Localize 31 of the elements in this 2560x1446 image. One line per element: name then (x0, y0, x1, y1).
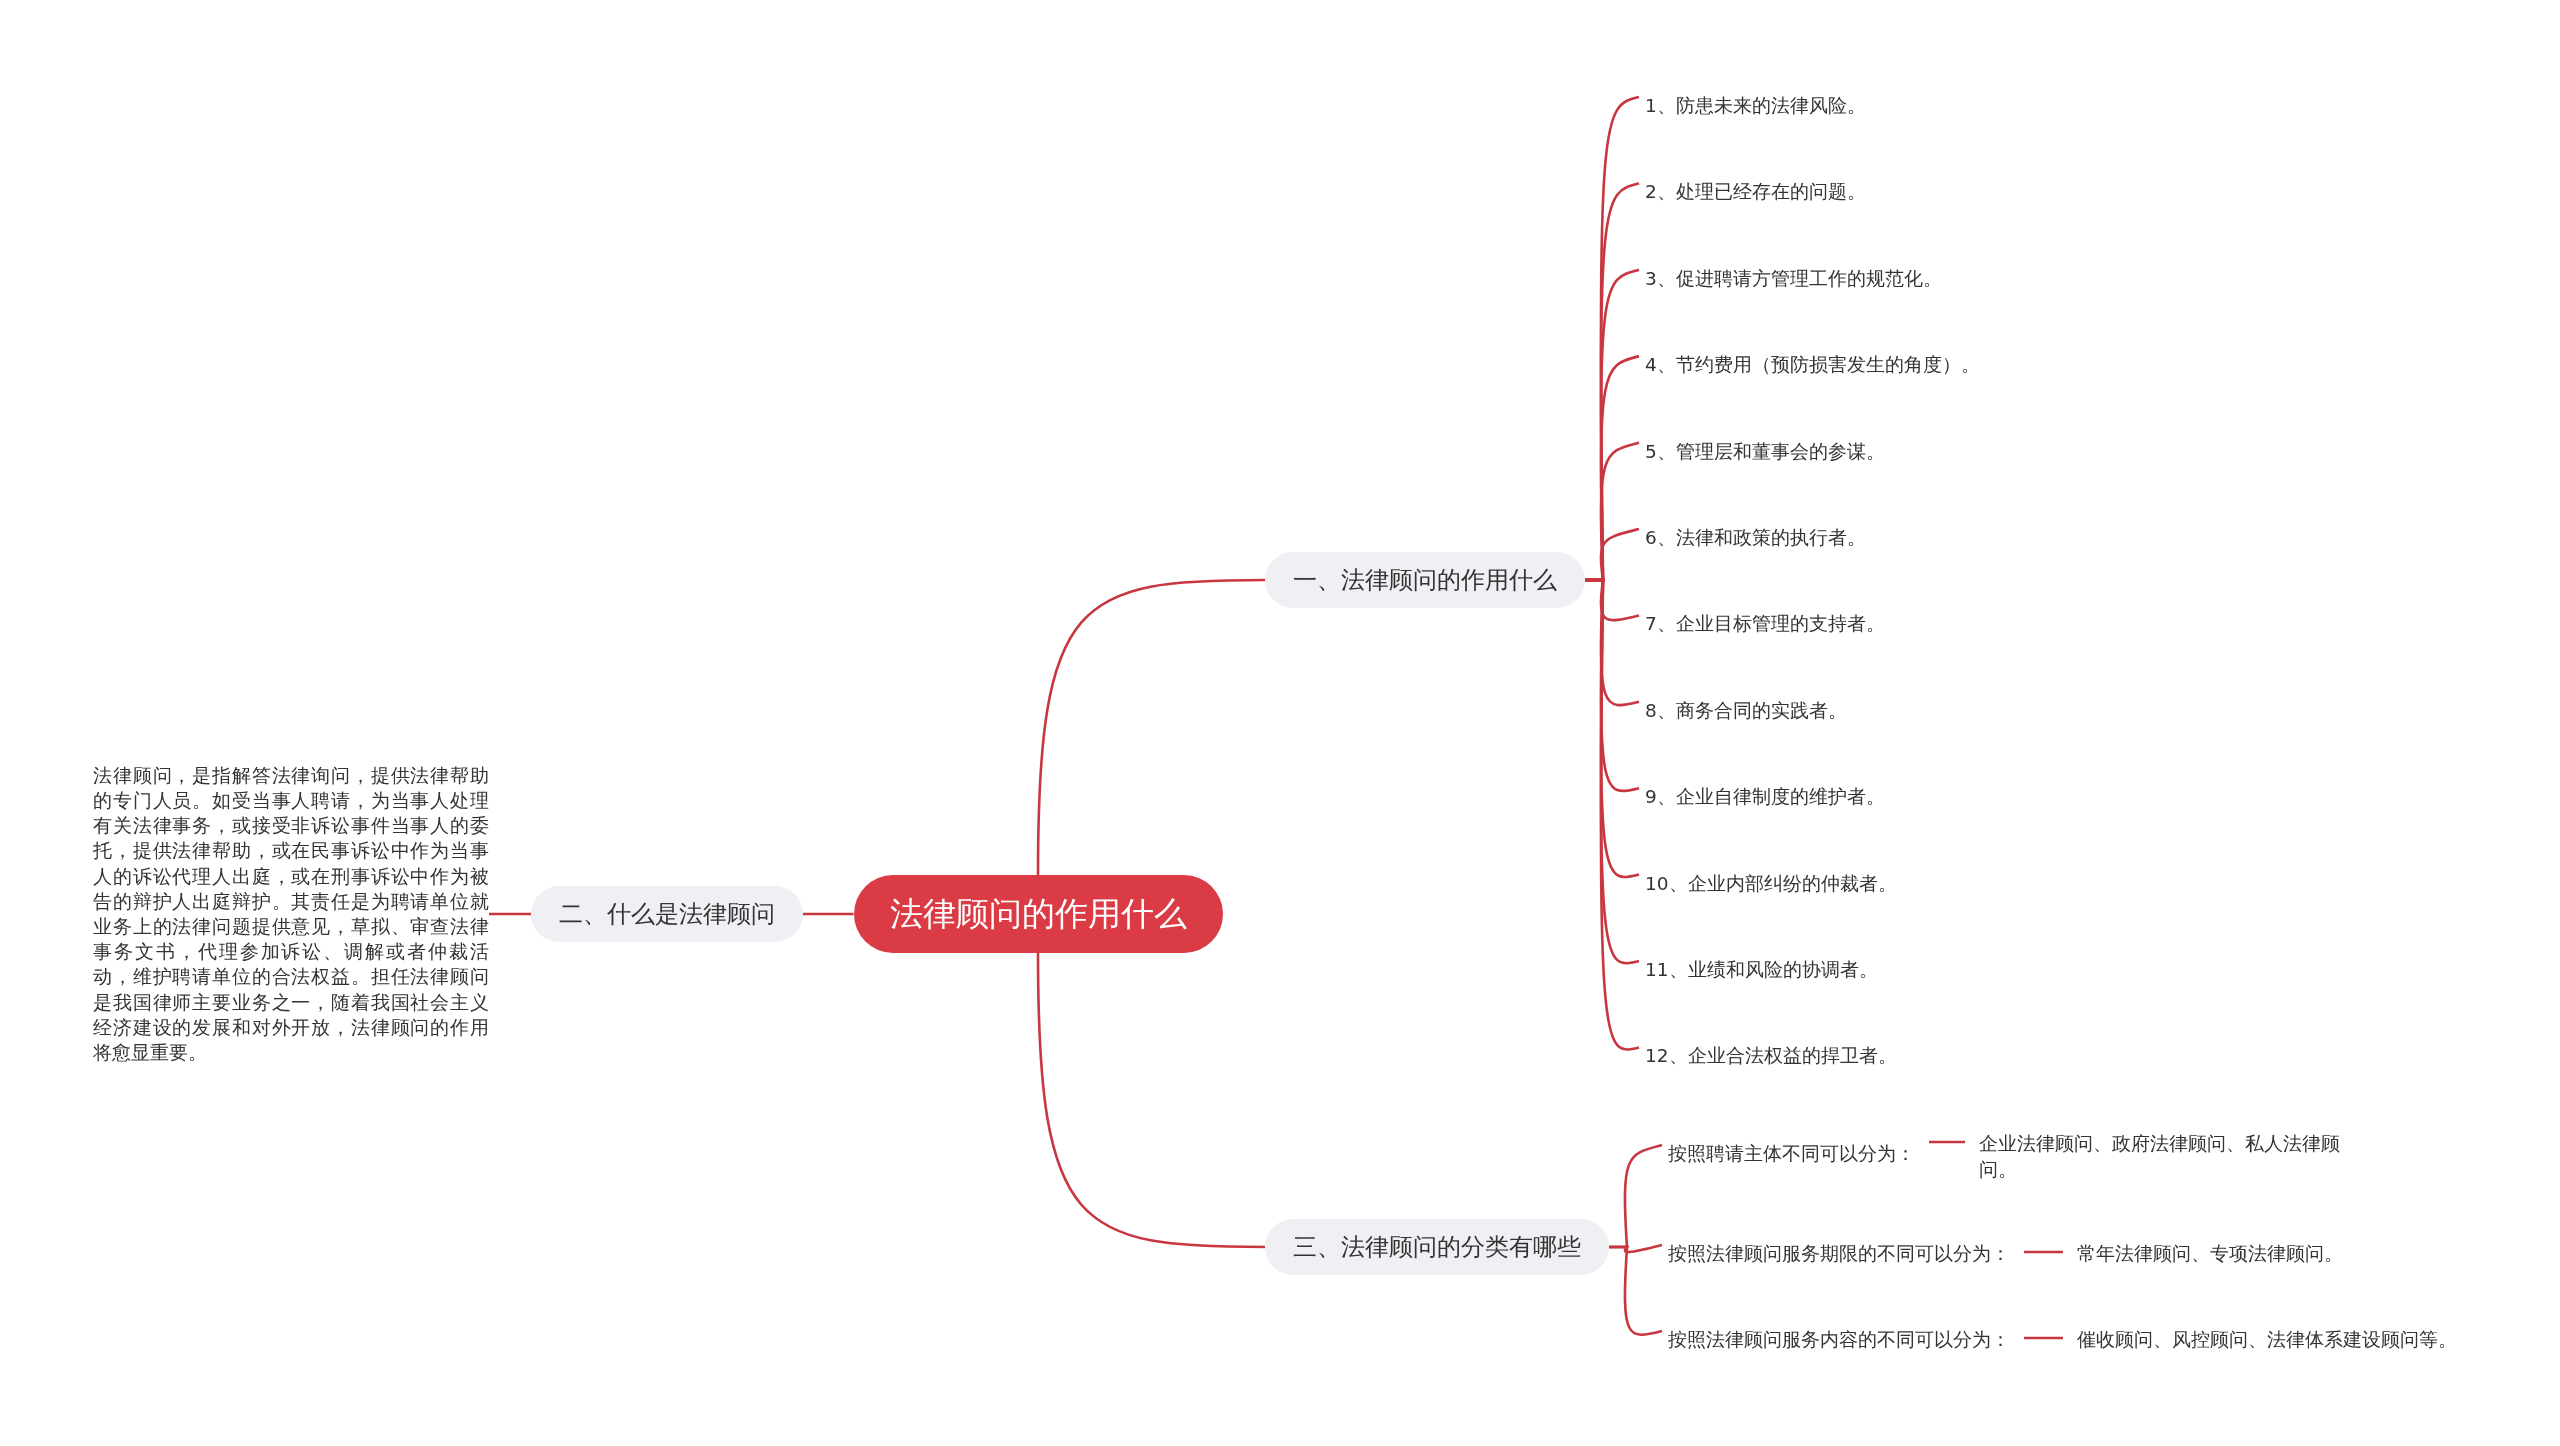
item-text: 2、处理已经存在的问题。 (1645, 177, 1866, 208)
item-text: 4、节约费用（预防损害发生的角度）。 (1645, 350, 1980, 381)
item-text: 常年法律顾问、专项法律顾问。 (2077, 1239, 2343, 1269)
connector-line (1036, 953, 1265, 1249)
item-text: 3、促进聘请方管理工作的规范化。 (1645, 263, 1942, 294)
item-text: 按照法律顾问服务内容的不同可以分为： (1668, 1325, 2010, 1355)
item-text: 按照法律顾问服务期限的不同可以分为： (1668, 1239, 2010, 1269)
item-text: 11、业绩和风险的协调者。 (1645, 955, 1878, 985)
topic-pill: 三、法律顾问的分类有哪些 (1265, 1219, 1609, 1275)
item-text: 6、法律和政策的执行者。 (1645, 523, 1866, 553)
connector-line (1929, 1140, 1965, 1144)
item-text: 催收顾问、风控顾问、法律体系建设顾问等。 (2077, 1325, 2457, 1355)
item-text: 按照聘请主体不同可以分为： (1668, 1139, 1915, 1169)
topic-pill: 二、什么是法律顾问 (531, 886, 803, 942)
connector-line (803, 912, 854, 916)
connector-line (2024, 1336, 2063, 1340)
item-text: 9、企业自律制度的维护者。 (1645, 782, 1885, 813)
topic-pill: 一、法律顾问的作用什么 (1265, 552, 1585, 608)
item-text: 企业法律顾问、政府法律顾问、私人法律顾问。 (1979, 1129, 2375, 1185)
item-text: 12、企业合法权益的捍卫者。 (1645, 1041, 1897, 1072)
connector-line (1609, 1245, 1663, 1336)
item-text: 8、商务合同的实践者。 (1645, 695, 1847, 726)
item-text: 10、企业内部纠纷的仲裁者。 (1645, 868, 1897, 899)
connector-line (489, 912, 531, 916)
item-text: 5、管理层和董事会的参谋。 (1645, 436, 1885, 467)
item-text: 7、企业目标管理的支持者。 (1645, 609, 1885, 640)
connector-line (2024, 1250, 2063, 1254)
item-text: 1、防患未来的法律风险。 (1645, 91, 1866, 121)
central-topic: 法律顾问的作用什么 (853, 875, 1223, 953)
connector-line (1036, 578, 1265, 875)
paragraph-text: 法律顾问，是指解答法律询问，提供法律帮助的专门人员。如受当事人聘请，为当事人处理有关法律事务，或接受非诉讼事件当事人的委托，提供法律帮助，或在民事诉讼中作为当事人的诉讼代理人出庭，或在刑事诉讼中作为被告的辩护人出庭辩护。其责任是为聘请单位就业务上的法律问题提供意见，草拟、审查法律事务文书，代理参加诉讼、调解或者仲裁活动，维护聘请单位的合法权益。担任法律顾问是我国律师主要业务之一，随着我国社会主义经济建设的发展和对外开放，法律顾问的作用将愈显重要。 (93, 762, 489, 1066)
